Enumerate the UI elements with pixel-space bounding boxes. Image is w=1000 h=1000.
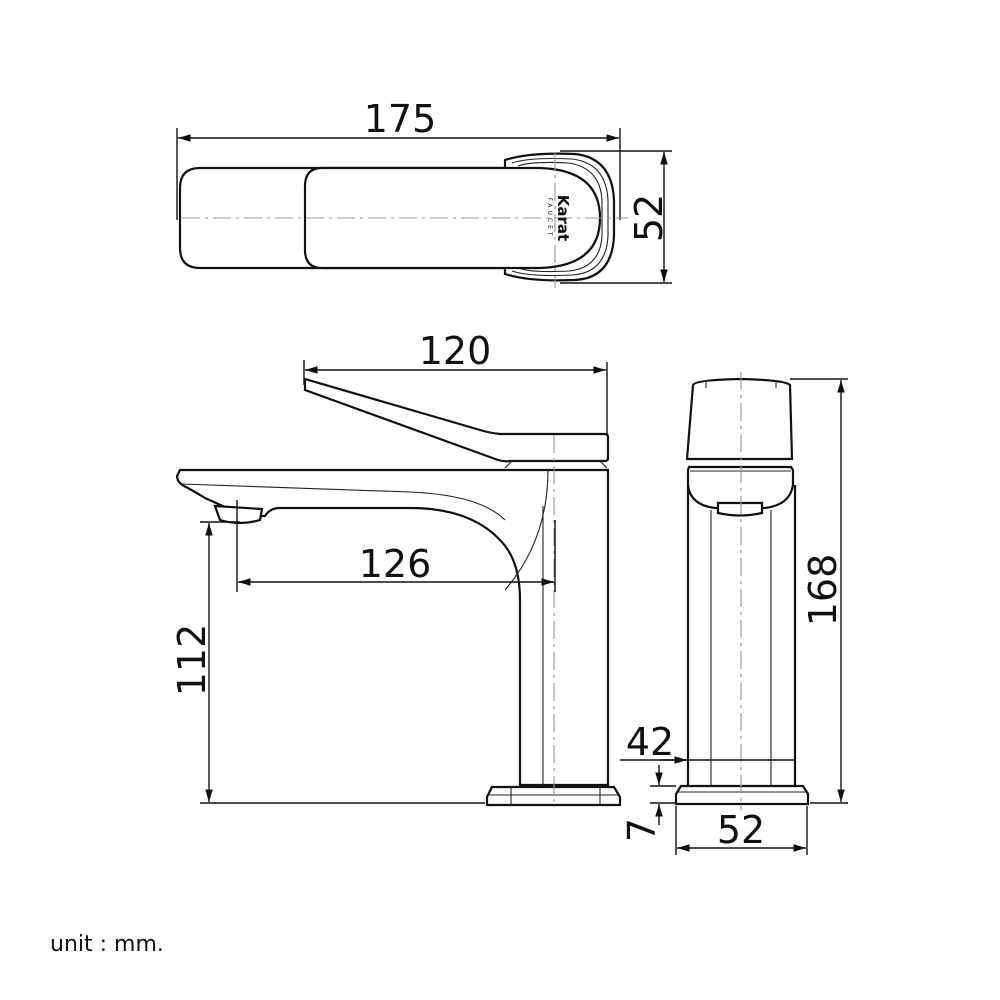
top-view: Karat FAUCET 175 52 <box>176 97 672 288</box>
dim-spout-reach: 126 <box>359 542 432 586</box>
dim-top-width: 52 <box>627 194 671 242</box>
dim-spout-height: 112 <box>170 624 214 697</box>
dim-total-height: 168 <box>801 554 845 627</box>
dim-body-width: 42 <box>626 720 674 764</box>
dim-base-width: 52 <box>717 808 765 852</box>
dim-handle-length: 120 <box>419 329 492 373</box>
dim-base-height: 7 <box>620 818 664 842</box>
dim-top-length: 175 <box>364 97 437 141</box>
unit-label: unit : mm. <box>50 932 164 957</box>
karat-logo: Karat FAUCET <box>546 195 572 241</box>
side-view: 120 126 112 <box>170 329 622 807</box>
svg-text:Karat: Karat <box>554 195 572 241</box>
front-view: 168 42 7 52 <box>620 372 848 855</box>
svg-text:FAUCET: FAUCET <box>546 197 553 238</box>
